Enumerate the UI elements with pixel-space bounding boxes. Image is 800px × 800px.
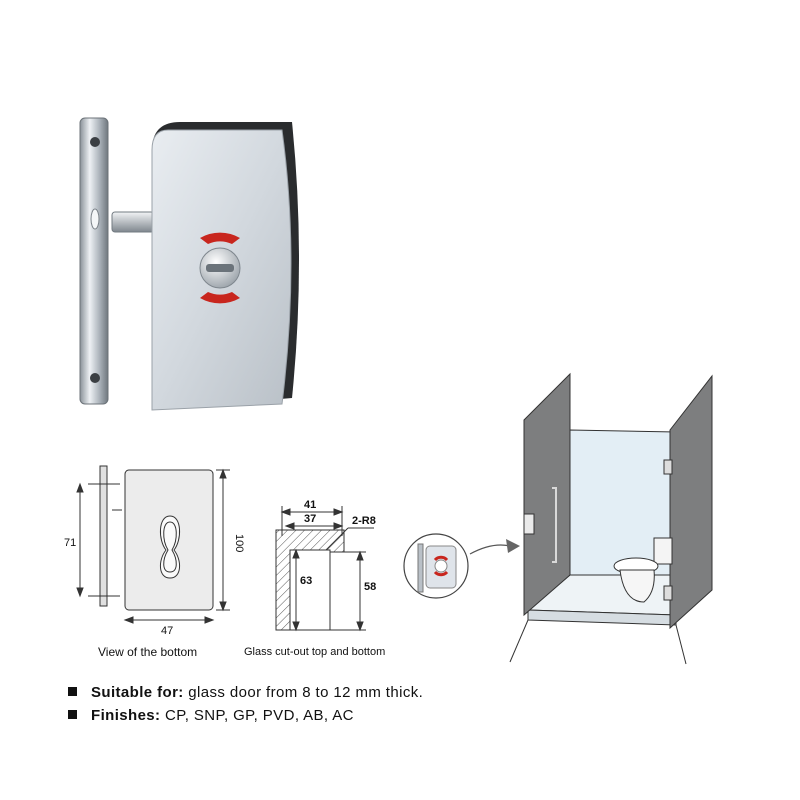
bottom-view-caption: View of the bottom [98, 645, 198, 659]
dim-bottom-total: 100 [233, 534, 245, 552]
cutout-drawing: 41 37 2-R8 63 58 [275, 499, 376, 632]
spec-suitable-text: glass door from 8 to 12 mm thick. [183, 684, 424, 701]
dim-cutout-right: 58 [364, 581, 376, 593]
indicator-red-top [200, 232, 240, 244]
dim-cutout-inner: 37 [304, 513, 316, 525]
dim-bottom-width: 47 [161, 625, 173, 637]
product-callout [403, 533, 520, 599]
dim-cutout-outer: 41 [304, 499, 316, 511]
spec-suitable: Suitable for: glass door from 8 to 12 mm… [68, 684, 423, 701]
product-image [79, 117, 299, 411]
dim-cutout-left: 63 [300, 575, 312, 587]
spec-finishes-label: Finishes: [91, 707, 161, 724]
lock-body [151, 122, 299, 411]
indicator-red-bottom [200, 292, 240, 304]
bullet-square-icon [68, 710, 77, 719]
spec-suitable-label: Suitable for: [91, 684, 184, 701]
bullet-square-icon [68, 687, 77, 696]
dim-bottom-height: 71 [64, 537, 76, 549]
bolt-pin [111, 211, 155, 233]
dim-cutout-radius: 2-R8 [352, 515, 376, 527]
enclosure-illustration [509, 372, 713, 665]
spec-finishes-text: CP, SNP, GP, PVD, AB, AC [160, 707, 354, 724]
bottom-view-drawing: 71 100 47 [64, 465, 245, 637]
strike-plate [79, 117, 109, 405]
cutout-caption: Glass cut-out top and bottom [244, 646, 386, 658]
spec-finishes: Finishes: CP, SNP, GP, PVD, AB, AC [68, 707, 354, 724]
